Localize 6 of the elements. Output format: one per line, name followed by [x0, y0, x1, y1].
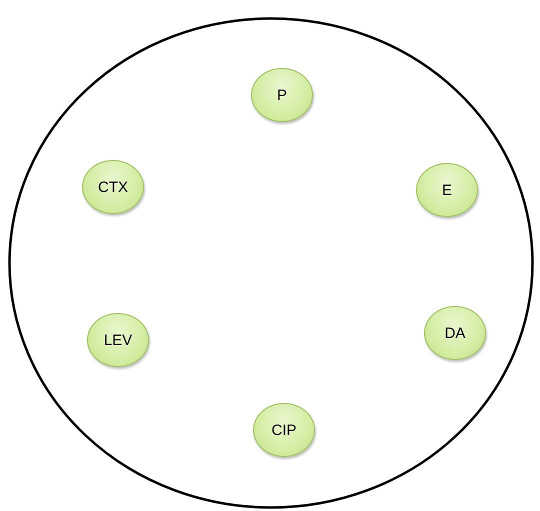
disk-circle: DA	[424, 306, 486, 360]
disk-circle: CIP	[253, 403, 315, 457]
disk-circle: P	[251, 68, 313, 122]
disk-circle: E	[416, 163, 478, 217]
disk-circle: CTX	[82, 160, 144, 214]
disk-circle: LEV	[87, 313, 149, 367]
